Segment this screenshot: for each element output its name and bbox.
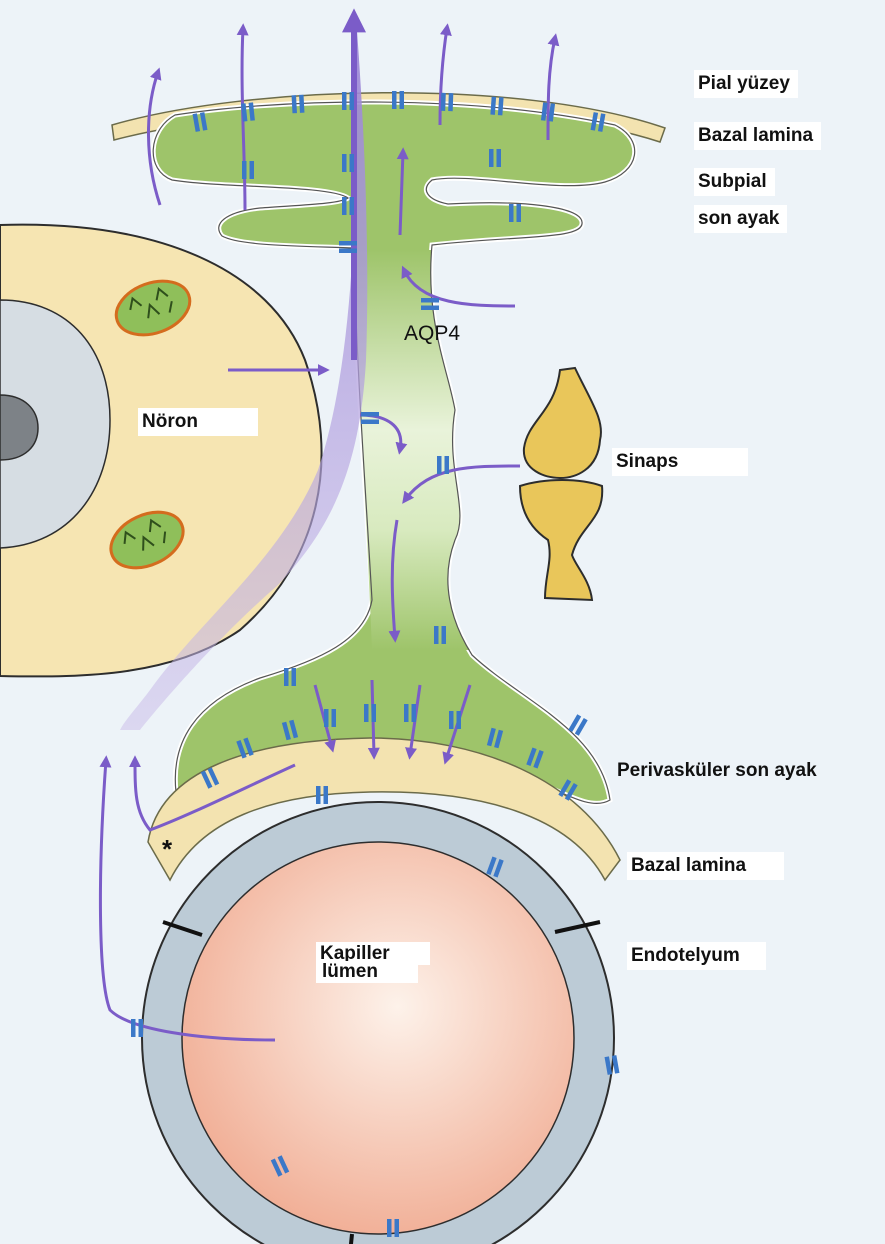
perivascular-endfoot-label: Perivasküler son ayak [617,760,817,782]
neuron-label: Nöron [138,408,258,436]
synapse-label: Sinaps [612,448,748,476]
subpial-endfoot-label: son ayak [694,205,787,233]
endothelium-label: Endotelyum [627,942,766,970]
synapse-postsynaptic [520,480,602,600]
capillary-lumen-label: lümen [316,961,418,983]
pial-surface-label: Pial yüzey [694,70,798,98]
basal-lamina-top-label: Bazal lamina [694,122,821,150]
aqp4-label: AQP4 [404,322,460,346]
basal-lamina-bottom-label: Bazal lamina [627,852,784,880]
synapse-presynaptic [524,368,601,478]
subpial-label: Subpial [694,168,775,196]
asterisk-label: * [162,834,172,865]
